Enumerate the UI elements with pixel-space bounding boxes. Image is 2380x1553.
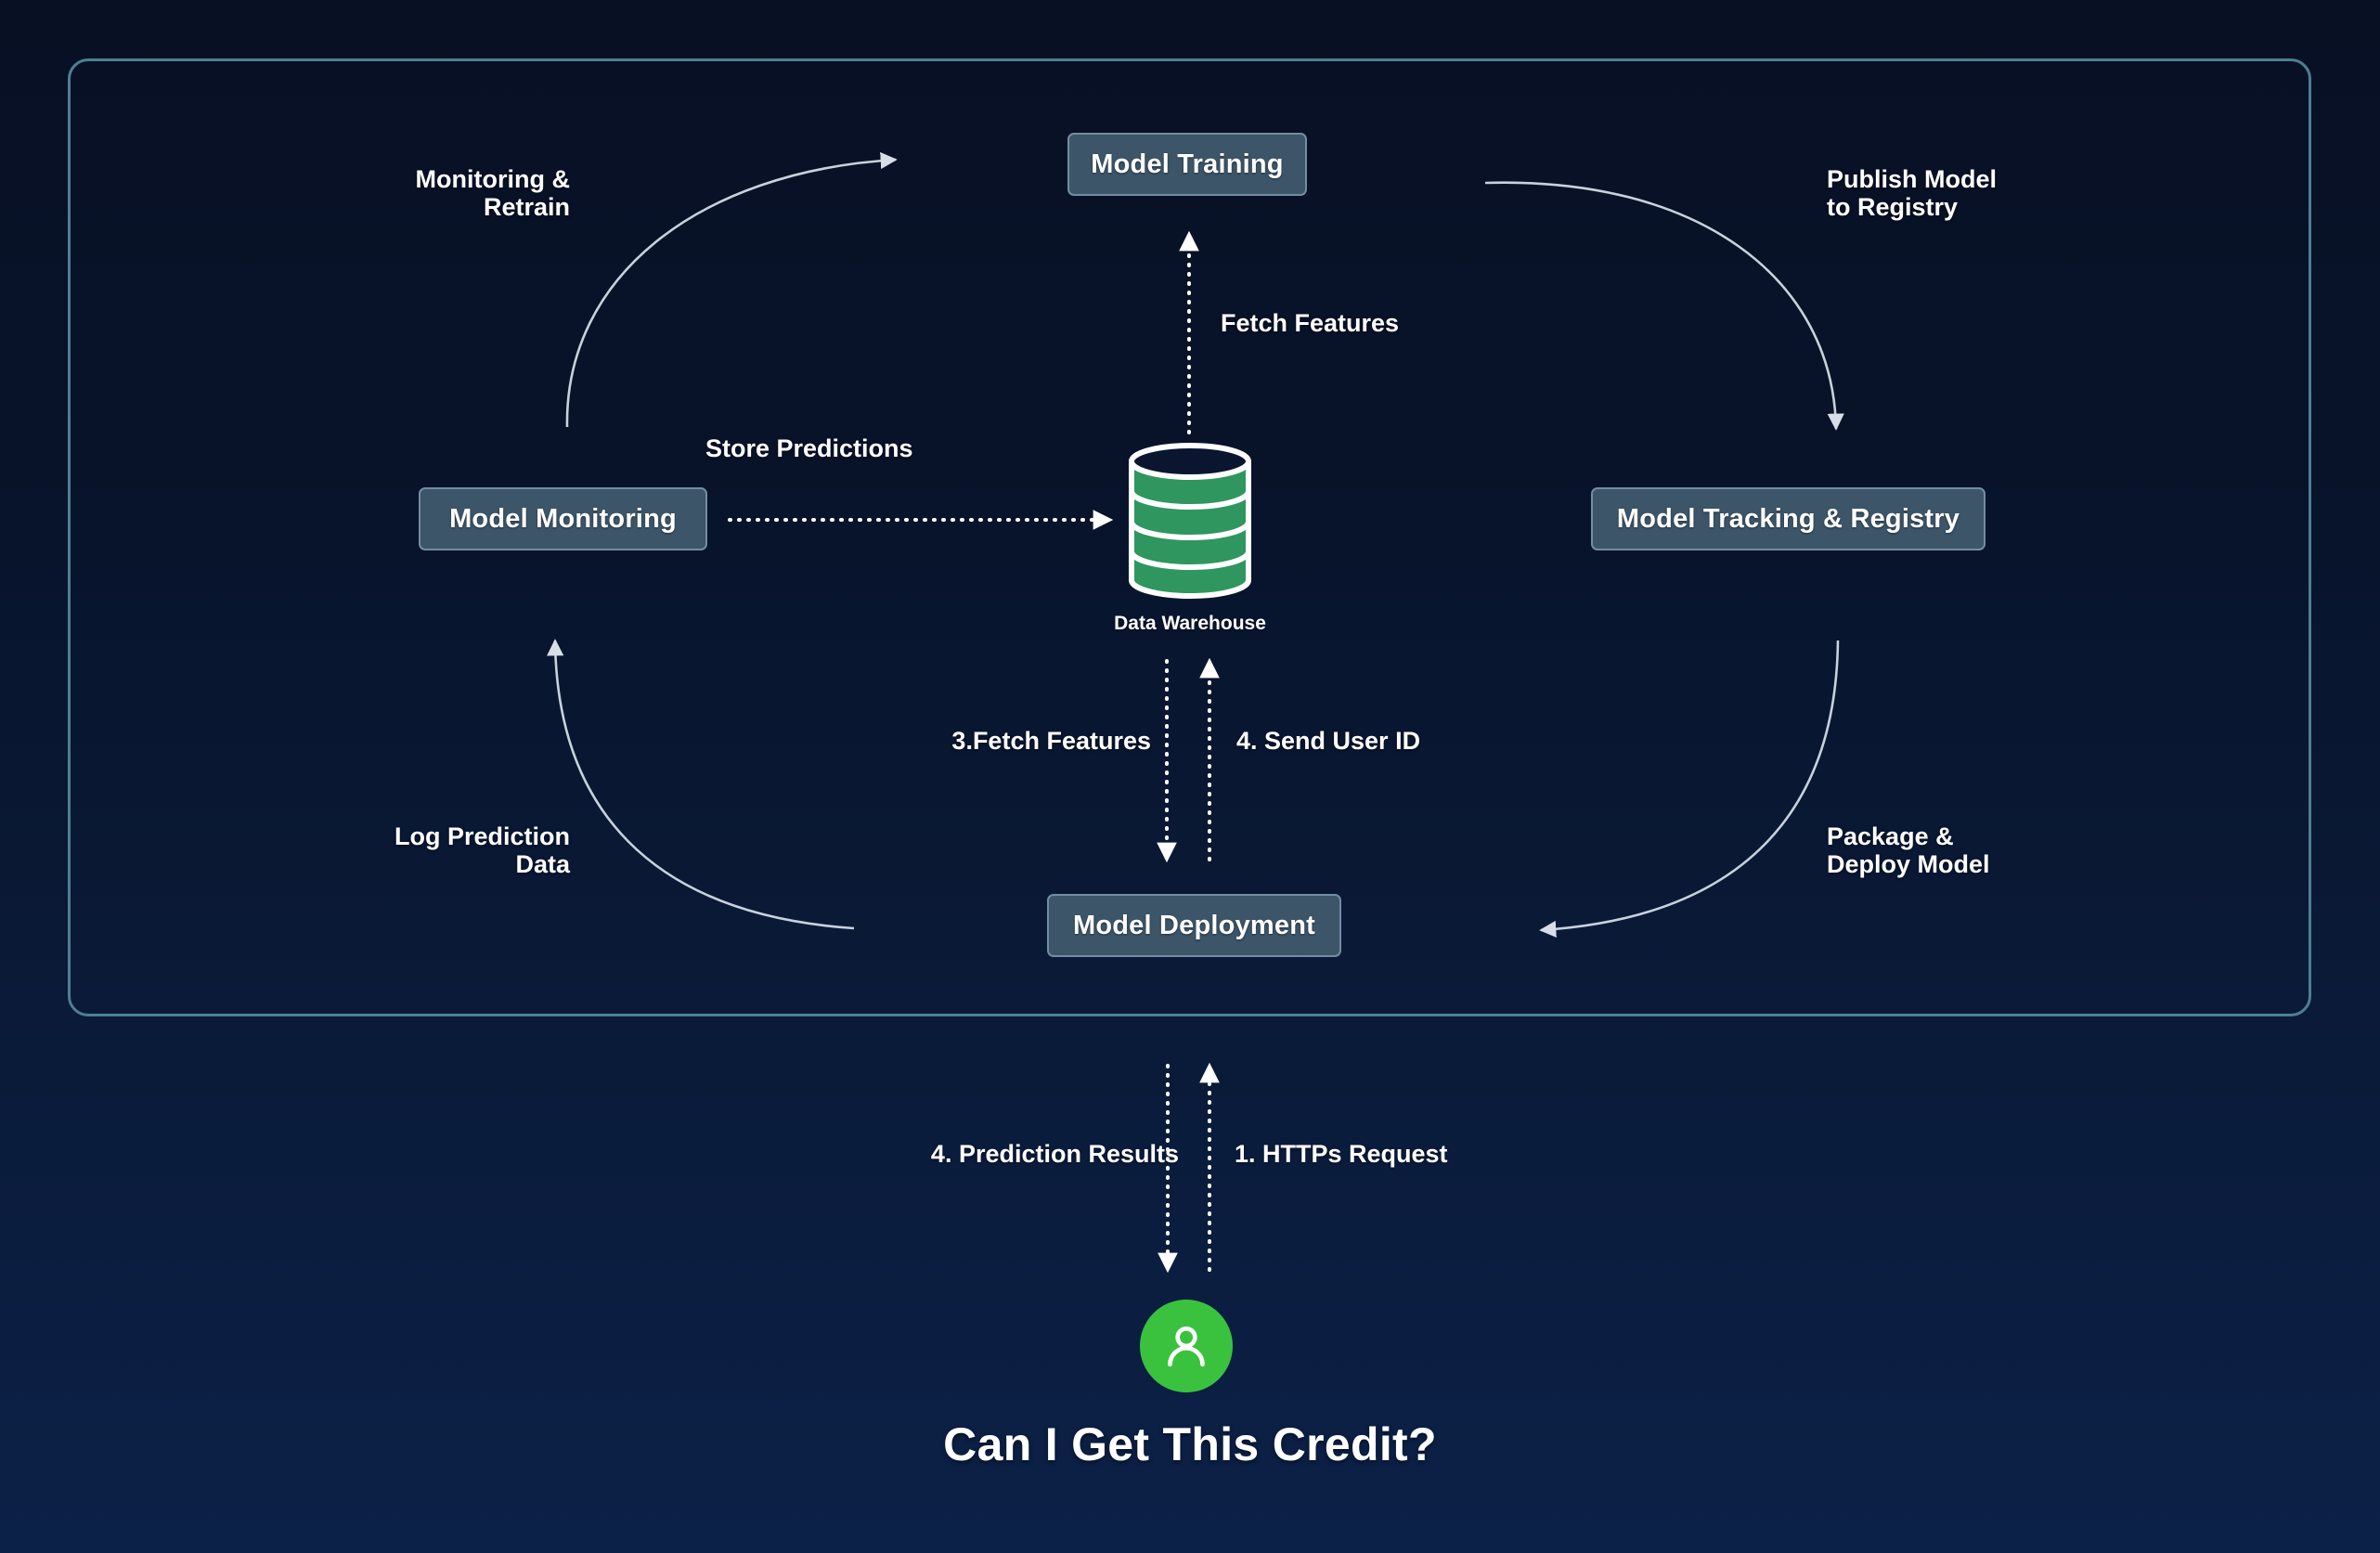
node-model-training-label: Model Training bbox=[1091, 149, 1284, 179]
node-model-training[interactable]: Model Training bbox=[1067, 133, 1307, 196]
label-prediction-results-step4: 4. Prediction Results bbox=[930, 1140, 1179, 1168]
user-icon-glyph bbox=[1168, 1327, 1205, 1367]
label-monitoring-retrain: Monitoring & Retrain bbox=[415, 165, 570, 222]
label-log-prediction-data: Log Prediction Data bbox=[395, 822, 570, 879]
node-model-tracking-registry-label: Model Tracking & Registry bbox=[1616, 503, 1960, 534]
database-icon-glyph bbox=[1129, 443, 1251, 599]
user-icon[interactable] bbox=[1140, 1300, 1233, 1392]
label-package-deploy-model: Package & Deploy Model bbox=[1827, 822, 1990, 879]
label-https-request-step1: 1. HTTPs Request bbox=[1235, 1140, 1448, 1168]
label-send-user-id-step4: 4. Send User ID bbox=[1236, 727, 1421, 755]
label-publish-model-to-registry: Publish Model to Registry bbox=[1827, 165, 1998, 222]
data-warehouse-label: Data Warehouse bbox=[1114, 613, 1266, 634]
node-model-deployment-label: Model Deployment bbox=[1073, 910, 1315, 940]
node-model-tracking-registry[interactable]: Model Tracking & Registry bbox=[1591, 487, 1985, 550]
page-title: Can I Get This Credit? bbox=[943, 1418, 1437, 1470]
node-model-deployment[interactable]: Model Deployment bbox=[1047, 894, 1341, 957]
label-fetch-features: Fetch Features bbox=[1221, 309, 1400, 337]
label-fetch-features-step3: 3.Fetch Features bbox=[951, 727, 1151, 755]
label-store-predictions: Store Predictions bbox=[705, 434, 913, 462]
node-model-monitoring-label: Model Monitoring bbox=[449, 503, 677, 534]
mlops-platform-boundary bbox=[68, 58, 2311, 1016]
database-icon[interactable] bbox=[1125, 443, 1255, 599]
node-model-monitoring[interactable]: Model Monitoring bbox=[419, 487, 707, 550]
